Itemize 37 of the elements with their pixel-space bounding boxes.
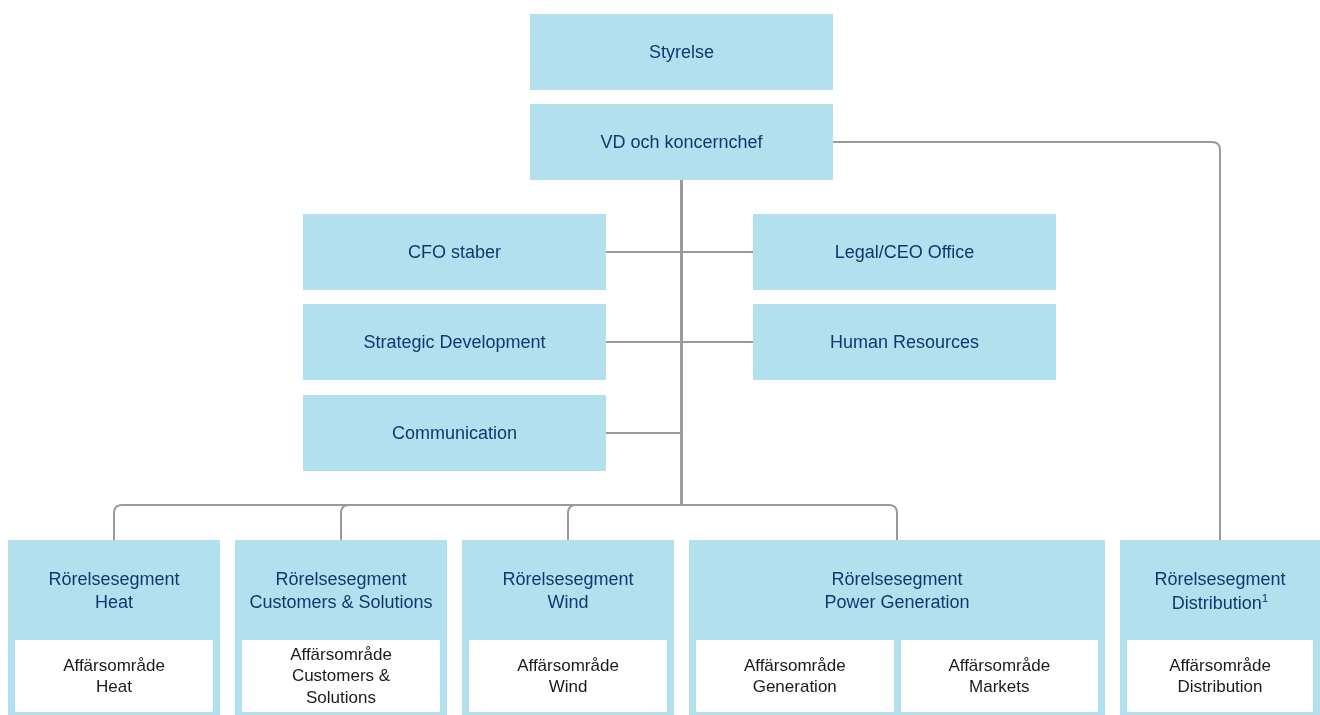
box-label: Affärsområde Heat: [62, 654, 166, 698]
box-label: Affärsområde Customers & Solutions: [289, 644, 393, 708]
org-box: [303, 214, 606, 290]
segment-title: Rörelsesegment Customers & Solutions: [248, 568, 434, 613]
box-label: Affärsområde Wind: [516, 654, 620, 698]
org-box: [753, 304, 1056, 380]
org-box: [303, 304, 606, 380]
box-label: VD och koncernchef: [600, 130, 763, 154]
box-label: Legal/CEO Office: [834, 240, 975, 264]
unit-box: [242, 640, 440, 712]
segment-box: [8, 540, 220, 715]
segment-box: [689, 540, 1105, 715]
unit-box: [1127, 640, 1313, 712]
org-box: [753, 214, 1056, 290]
segment-title: Rörelsesegment Distribution$^{1}$: [1153, 568, 1287, 614]
unit-box: [696, 640, 894, 712]
unit-box: [900, 640, 1098, 712]
segment-box: [235, 540, 447, 715]
box-label: Communication: [391, 421, 518, 445]
box-label: Human Resources: [829, 330, 980, 354]
segment-box: [462, 540, 674, 715]
org-box: [530, 104, 833, 180]
box-label: CFO staber: [408, 240, 501, 264]
connector-line: [832, 141, 1221, 541]
org-box: [530, 14, 833, 90]
box-label: Styrelse: [649, 40, 714, 64]
segment-title: Rörelsesegment Wind: [501, 568, 635, 613]
unit-box: [15, 640, 213, 712]
box-label: Strategic Development: [363, 330, 546, 354]
box-label: Affärsområde Generation: [742, 654, 847, 698]
org-box: [303, 395, 606, 471]
box-label: Affärsområde Distribution: [1168, 654, 1272, 698]
segment-title: Rörelsesegment Heat: [47, 568, 181, 613]
segment-box: [1120, 540, 1320, 715]
box-label: Affärsområde Markets: [947, 654, 1052, 698]
segment-title: Rörelsesegment Power Generation: [823, 568, 971, 613]
unit-box: [469, 640, 667, 712]
